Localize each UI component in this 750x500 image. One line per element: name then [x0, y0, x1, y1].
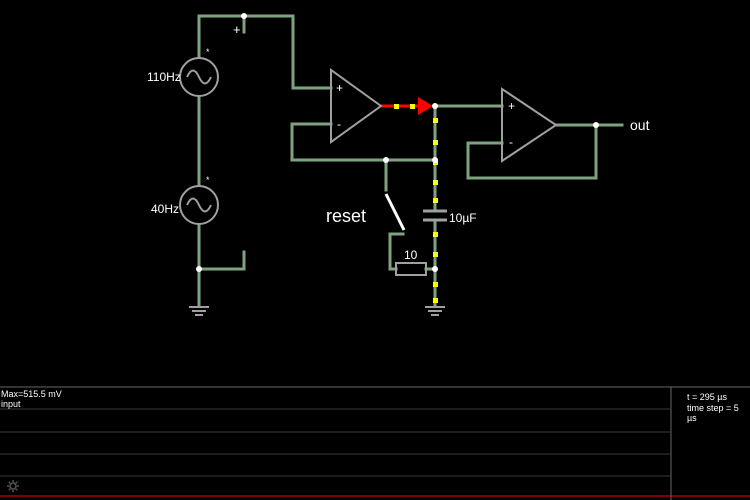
source2-label: 40Hz: [151, 202, 179, 216]
junction-nodes: [196, 13, 599, 272]
current-dots: [394, 104, 438, 303]
scope-time-label: t = 295 µs: [687, 392, 727, 402]
capacitor-label: 10µF: [449, 211, 477, 225]
wire-feedback-1[interactable]: [290, 122, 437, 162]
output-label: out: [630, 117, 650, 133]
diode-arrow-icon[interactable]: [418, 97, 433, 115]
opamp2-minus: -: [509, 135, 513, 149]
opamp-1[interactable]: [330, 68, 383, 144]
scope-grid: [0, 408, 671, 477]
ac-source-40hz[interactable]: [179, 185, 219, 225]
wire-feedback-2[interactable]: [466, 123, 598, 180]
opamp1-minus: -: [337, 117, 341, 131]
scope-panel[interactable]: [0, 385, 750, 500]
opamp-2[interactable]: [501, 87, 558, 163]
gear-icon[interactable]: [7, 480, 19, 492]
ac-source-110hz[interactable]: [179, 57, 219, 97]
plus-terminal-label: +: [233, 22, 241, 37]
ground-icon: [425, 306, 445, 316]
resistor[interactable]: [395, 262, 427, 276]
opamp2-plus: +: [508, 99, 515, 113]
resistor-label: 10: [404, 248, 418, 262]
source2-marker: *: [206, 175, 210, 185]
wire-resistor-left[interactable]: [388, 232, 405, 271]
scope-max-label: Max=515.5 mV: [1, 389, 62, 399]
source1-marker: *: [206, 47, 210, 57]
ground-icon: [189, 306, 209, 316]
wire-bottom-stub[interactable]: [197, 250, 246, 271]
opamp1-plus: +: [336, 81, 343, 95]
circuit-canvas[interactable]: 110Hz 40Hz * * + + - + - reset 10 10µF o…: [0, 0, 750, 385]
scope-timestep-label: time step = 5 µs: [687, 403, 739, 423]
sine-icon: [186, 69, 212, 85]
scope-channel-label: input: [1, 399, 21, 409]
wire-top-left[interactable]: [197, 14, 333, 90]
source1-label: 110Hz: [147, 70, 181, 84]
reset-label: reset: [326, 206, 366, 226]
reset-switch[interactable]: [384, 193, 406, 231]
sine-icon: [186, 197, 212, 213]
